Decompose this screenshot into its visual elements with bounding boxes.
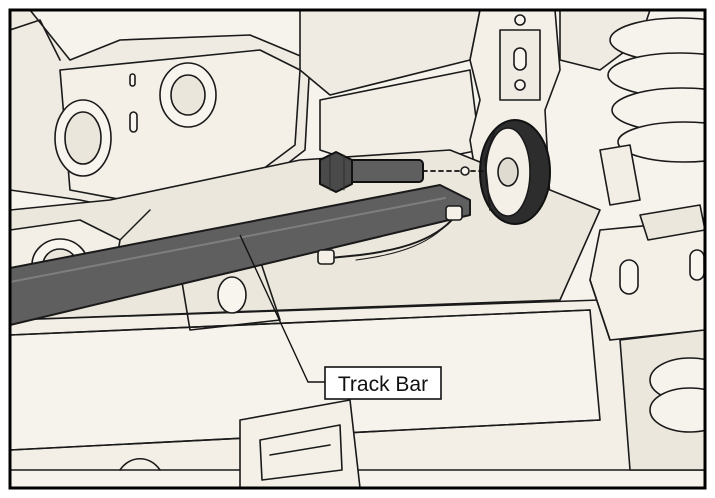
lower-right-components	[599, 144, 705, 471]
upper-left-bracket	[10, 10, 311, 216]
right-axle-mount	[589, 204, 705, 341]
sensor-wire	[119, 205, 463, 265]
coil-spring	[607, 17, 705, 163]
track-bar	[10, 184, 471, 326]
track-bar-bolt	[319, 151, 487, 193]
upper-frame-beam	[299, 10, 651, 171]
lower-bracket	[119, 399, 361, 488]
track-bar-callout: Track Bar	[324, 366, 442, 400]
figure-border	[8, 8, 707, 490]
callout-leader-line	[239, 234, 325, 383]
track-bar-bushing	[479, 119, 551, 225]
track-bar-label: Track Bar	[338, 373, 428, 396]
